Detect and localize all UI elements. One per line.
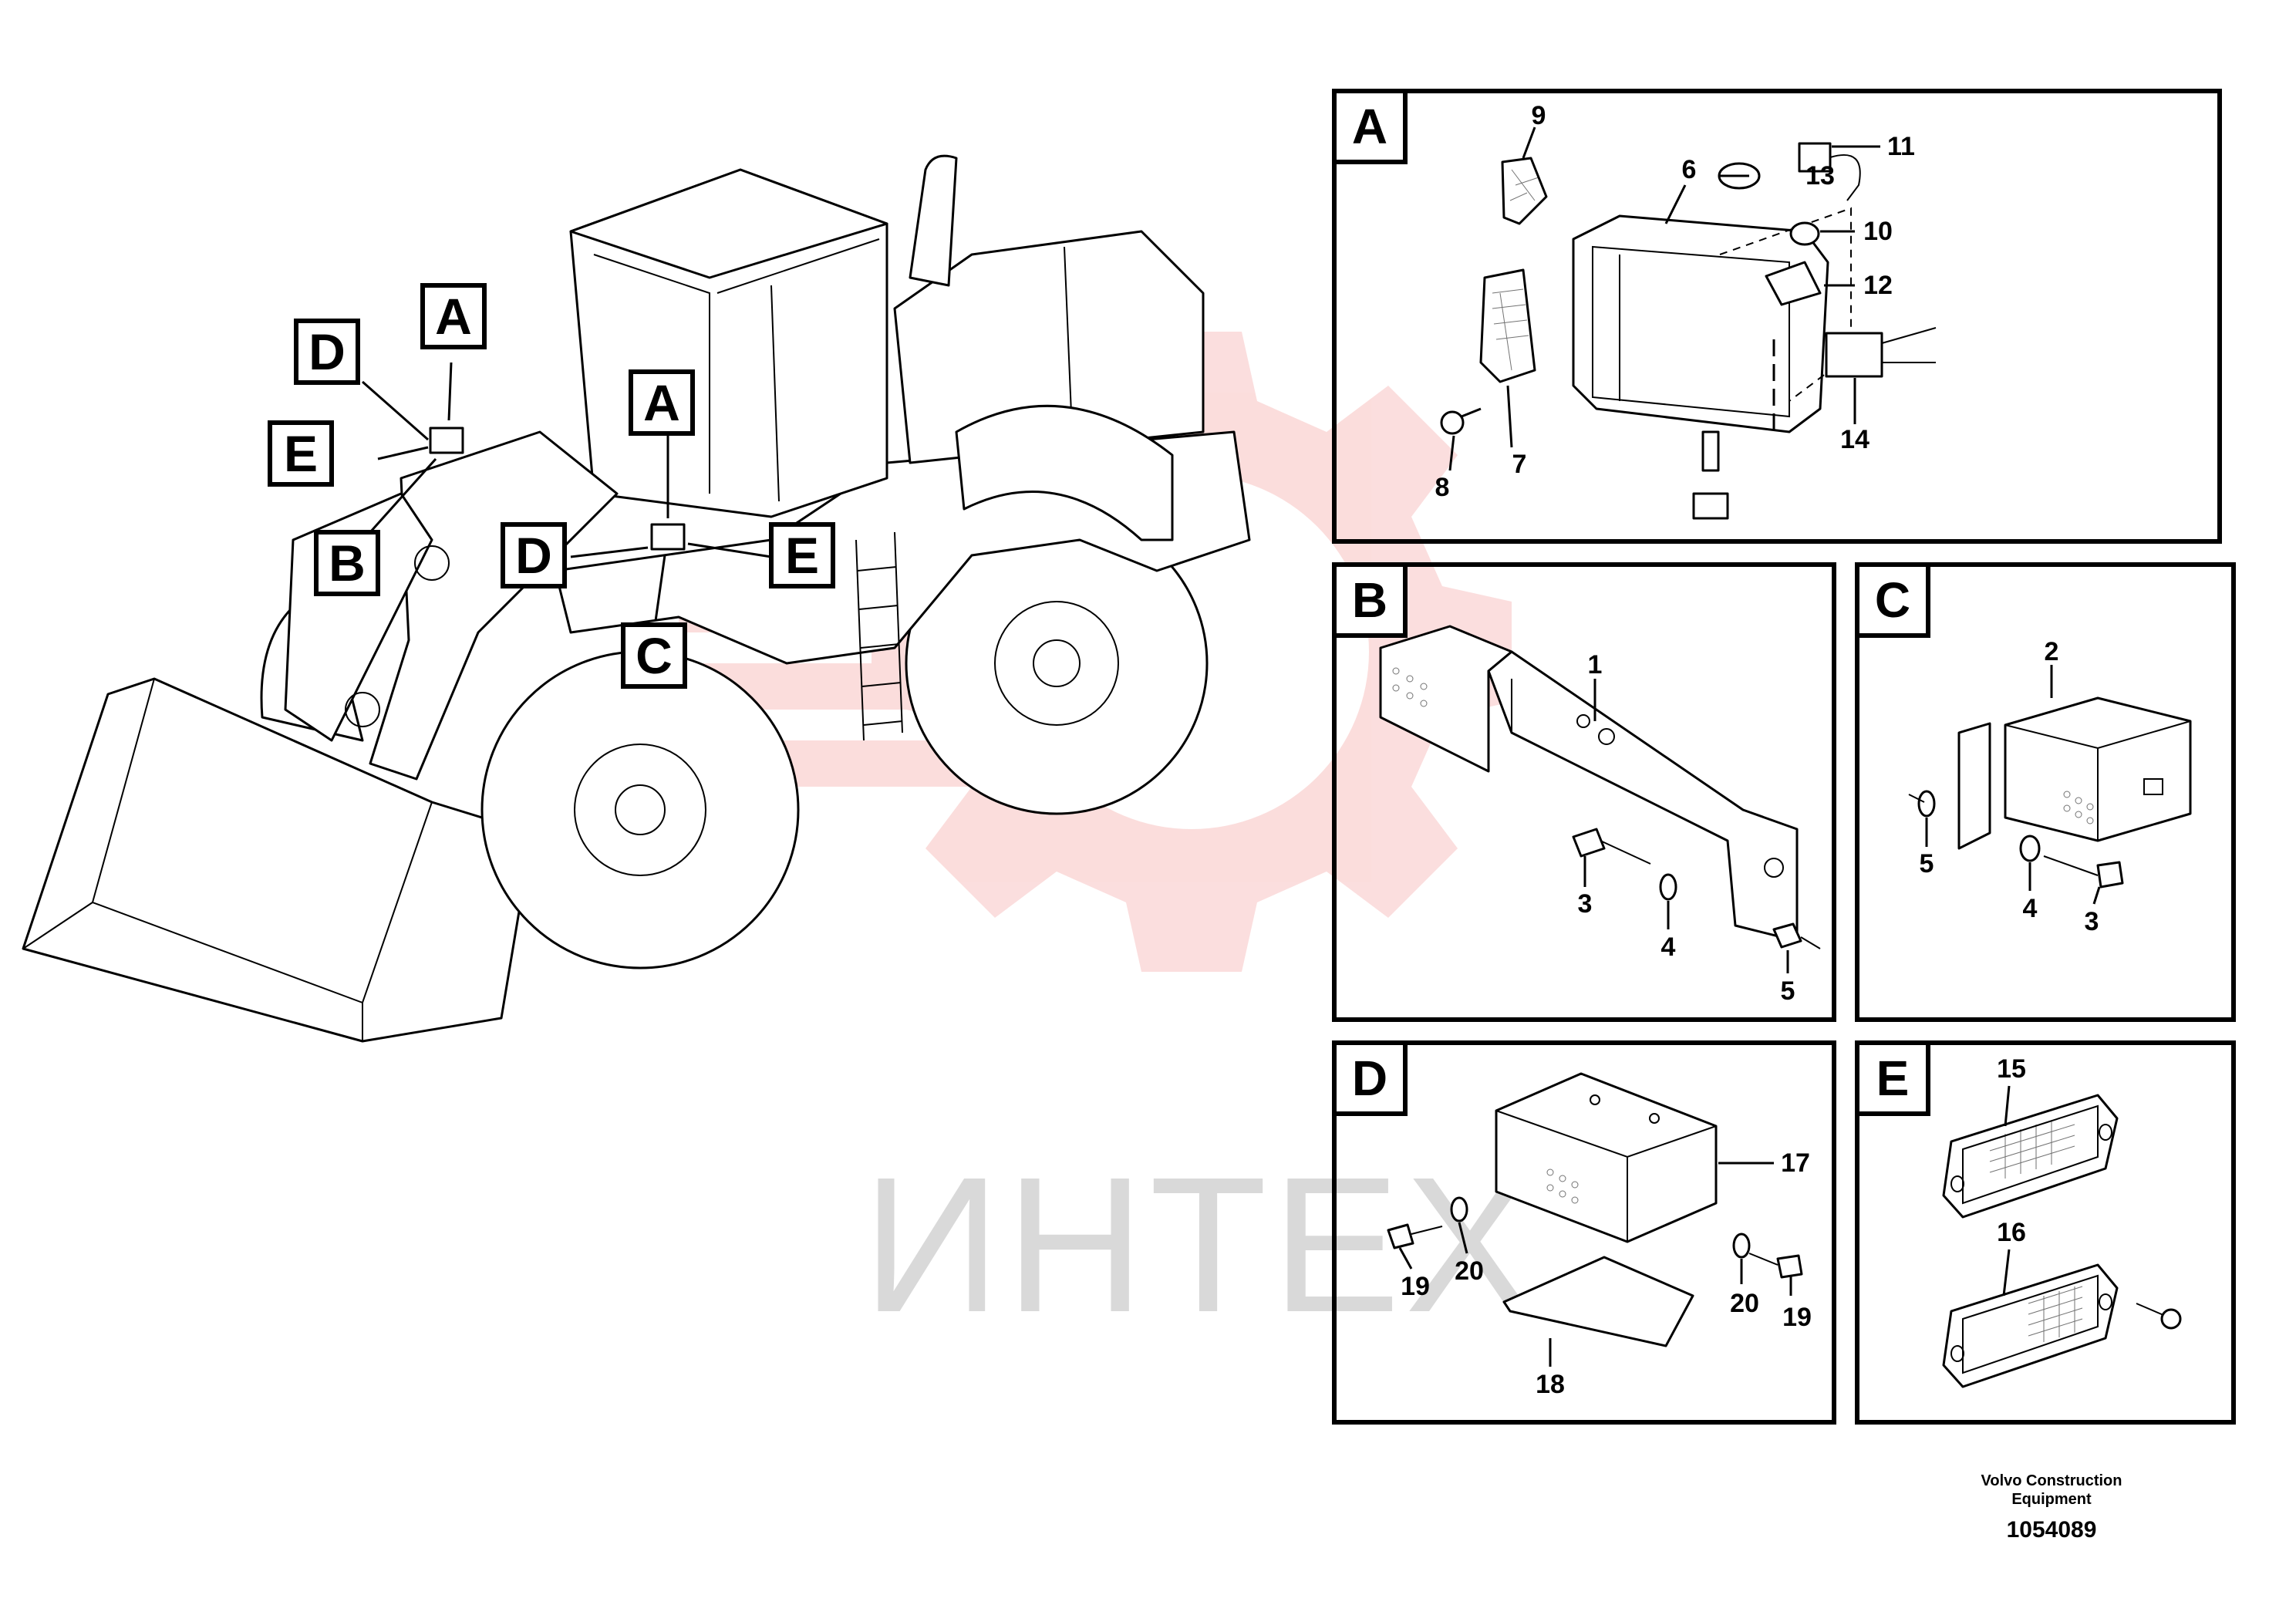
callout-D-upper: D [294, 319, 360, 385]
callout-A-upper: A [420, 283, 487, 349]
part-number-4: 4 [2023, 894, 2038, 923]
svg-text:A: A [643, 374, 680, 431]
footer-drawing-id: 1054089 [2007, 1517, 2097, 1543]
panel-C-label-box [1855, 562, 1930, 638]
svg-text:A: A [435, 288, 472, 345]
component-marker-upper [429, 427, 464, 454]
panel-E-label: E [1876, 1050, 1910, 1106]
panel-A-label: A [1352, 99, 1387, 154]
part-number-19-right: 19 [1782, 1303, 1812, 1332]
panel-E: E 15 16 [1855, 1040, 2236, 1425]
panel-C: C 2 5 4 3 [1855, 562, 2236, 1022]
part-number-8: 8 [1435, 473, 1450, 502]
panel-D: D 17 19 20 20 19 18 [1332, 1040, 1836, 1425]
part-number-17: 17 [1781, 1148, 1810, 1178]
footer: Volvo Construction Equipment 1054089 [1981, 1472, 2122, 1543]
svg-text:E: E [284, 425, 318, 482]
part-number-12: 12 [1863, 271, 1893, 300]
panel-A-label-box [1332, 89, 1408, 164]
part-number-18: 18 [1536, 1370, 1565, 1399]
panel-D-label: D [1352, 1050, 1387, 1106]
part-number-1: 1 [1588, 650, 1603, 679]
part-number-5: 5 [1781, 976, 1795, 1006]
part-number-13: 13 [1805, 161, 1835, 191]
svg-text:C: C [636, 627, 673, 684]
part-number-11: 11 [1887, 132, 1915, 161]
component-marker-lower [650, 523, 686, 551]
part-number-4: 4 [1661, 932, 1676, 962]
panel-B-label: B [1352, 572, 1387, 628]
part-number-14: 14 [1840, 425, 1870, 454]
callout-B: B [314, 530, 380, 596]
svg-text:D: D [515, 527, 552, 584]
callout-A-lower: A [629, 369, 695, 436]
callout-E-upper: E [268, 420, 334, 487]
part-number-6: 6 [1682, 155, 1697, 184]
callout-E-lower: E [769, 522, 835, 588]
watermark-text: ИНТЕХ [862, 1137, 1538, 1352]
svg-text:D: D [308, 323, 346, 380]
panel-D-label-box [1332, 1040, 1408, 1116]
callout-D-lower: D [501, 522, 567, 588]
panel-B-label-box [1332, 562, 1408, 638]
part-number-19-left: 19 [1401, 1272, 1430, 1301]
callout-leaders [362, 362, 772, 622]
part-number-20-left: 20 [1455, 1256, 1484, 1286]
svg-text:B: B [329, 534, 366, 592]
svg-text:E: E [785, 527, 819, 584]
footer-company-line2: Equipment [2011, 1491, 2092, 1508]
panel-A: A [1332, 89, 2222, 544]
part-number-7: 7 [1512, 450, 1527, 479]
part-number-2: 2 [2045, 637, 2059, 666]
part-number-16: 16 [1997, 1218, 2026, 1247]
panel-E-label-box [1855, 1040, 1930, 1116]
footer-company-line1: Volvo Construction [1981, 1472, 2122, 1489]
callout-C: C [621, 622, 687, 689]
part-number-5: 5 [1920, 849, 1934, 878]
part-number-3: 3 [2085, 907, 2099, 936]
panel-C-label: C [1875, 572, 1910, 628]
part-number-3: 3 [1578, 889, 1593, 919]
part-number-10: 10 [1863, 217, 1893, 246]
part-number-20-right: 20 [1730, 1289, 1759, 1318]
part-number-15: 15 [1997, 1054, 2026, 1084]
part-number-9: 9 [1532, 101, 1546, 130]
wheel-loader-drawing [22, 154, 1251, 1043]
panel-B: B 1 3 4 5 [1332, 562, 1836, 1022]
